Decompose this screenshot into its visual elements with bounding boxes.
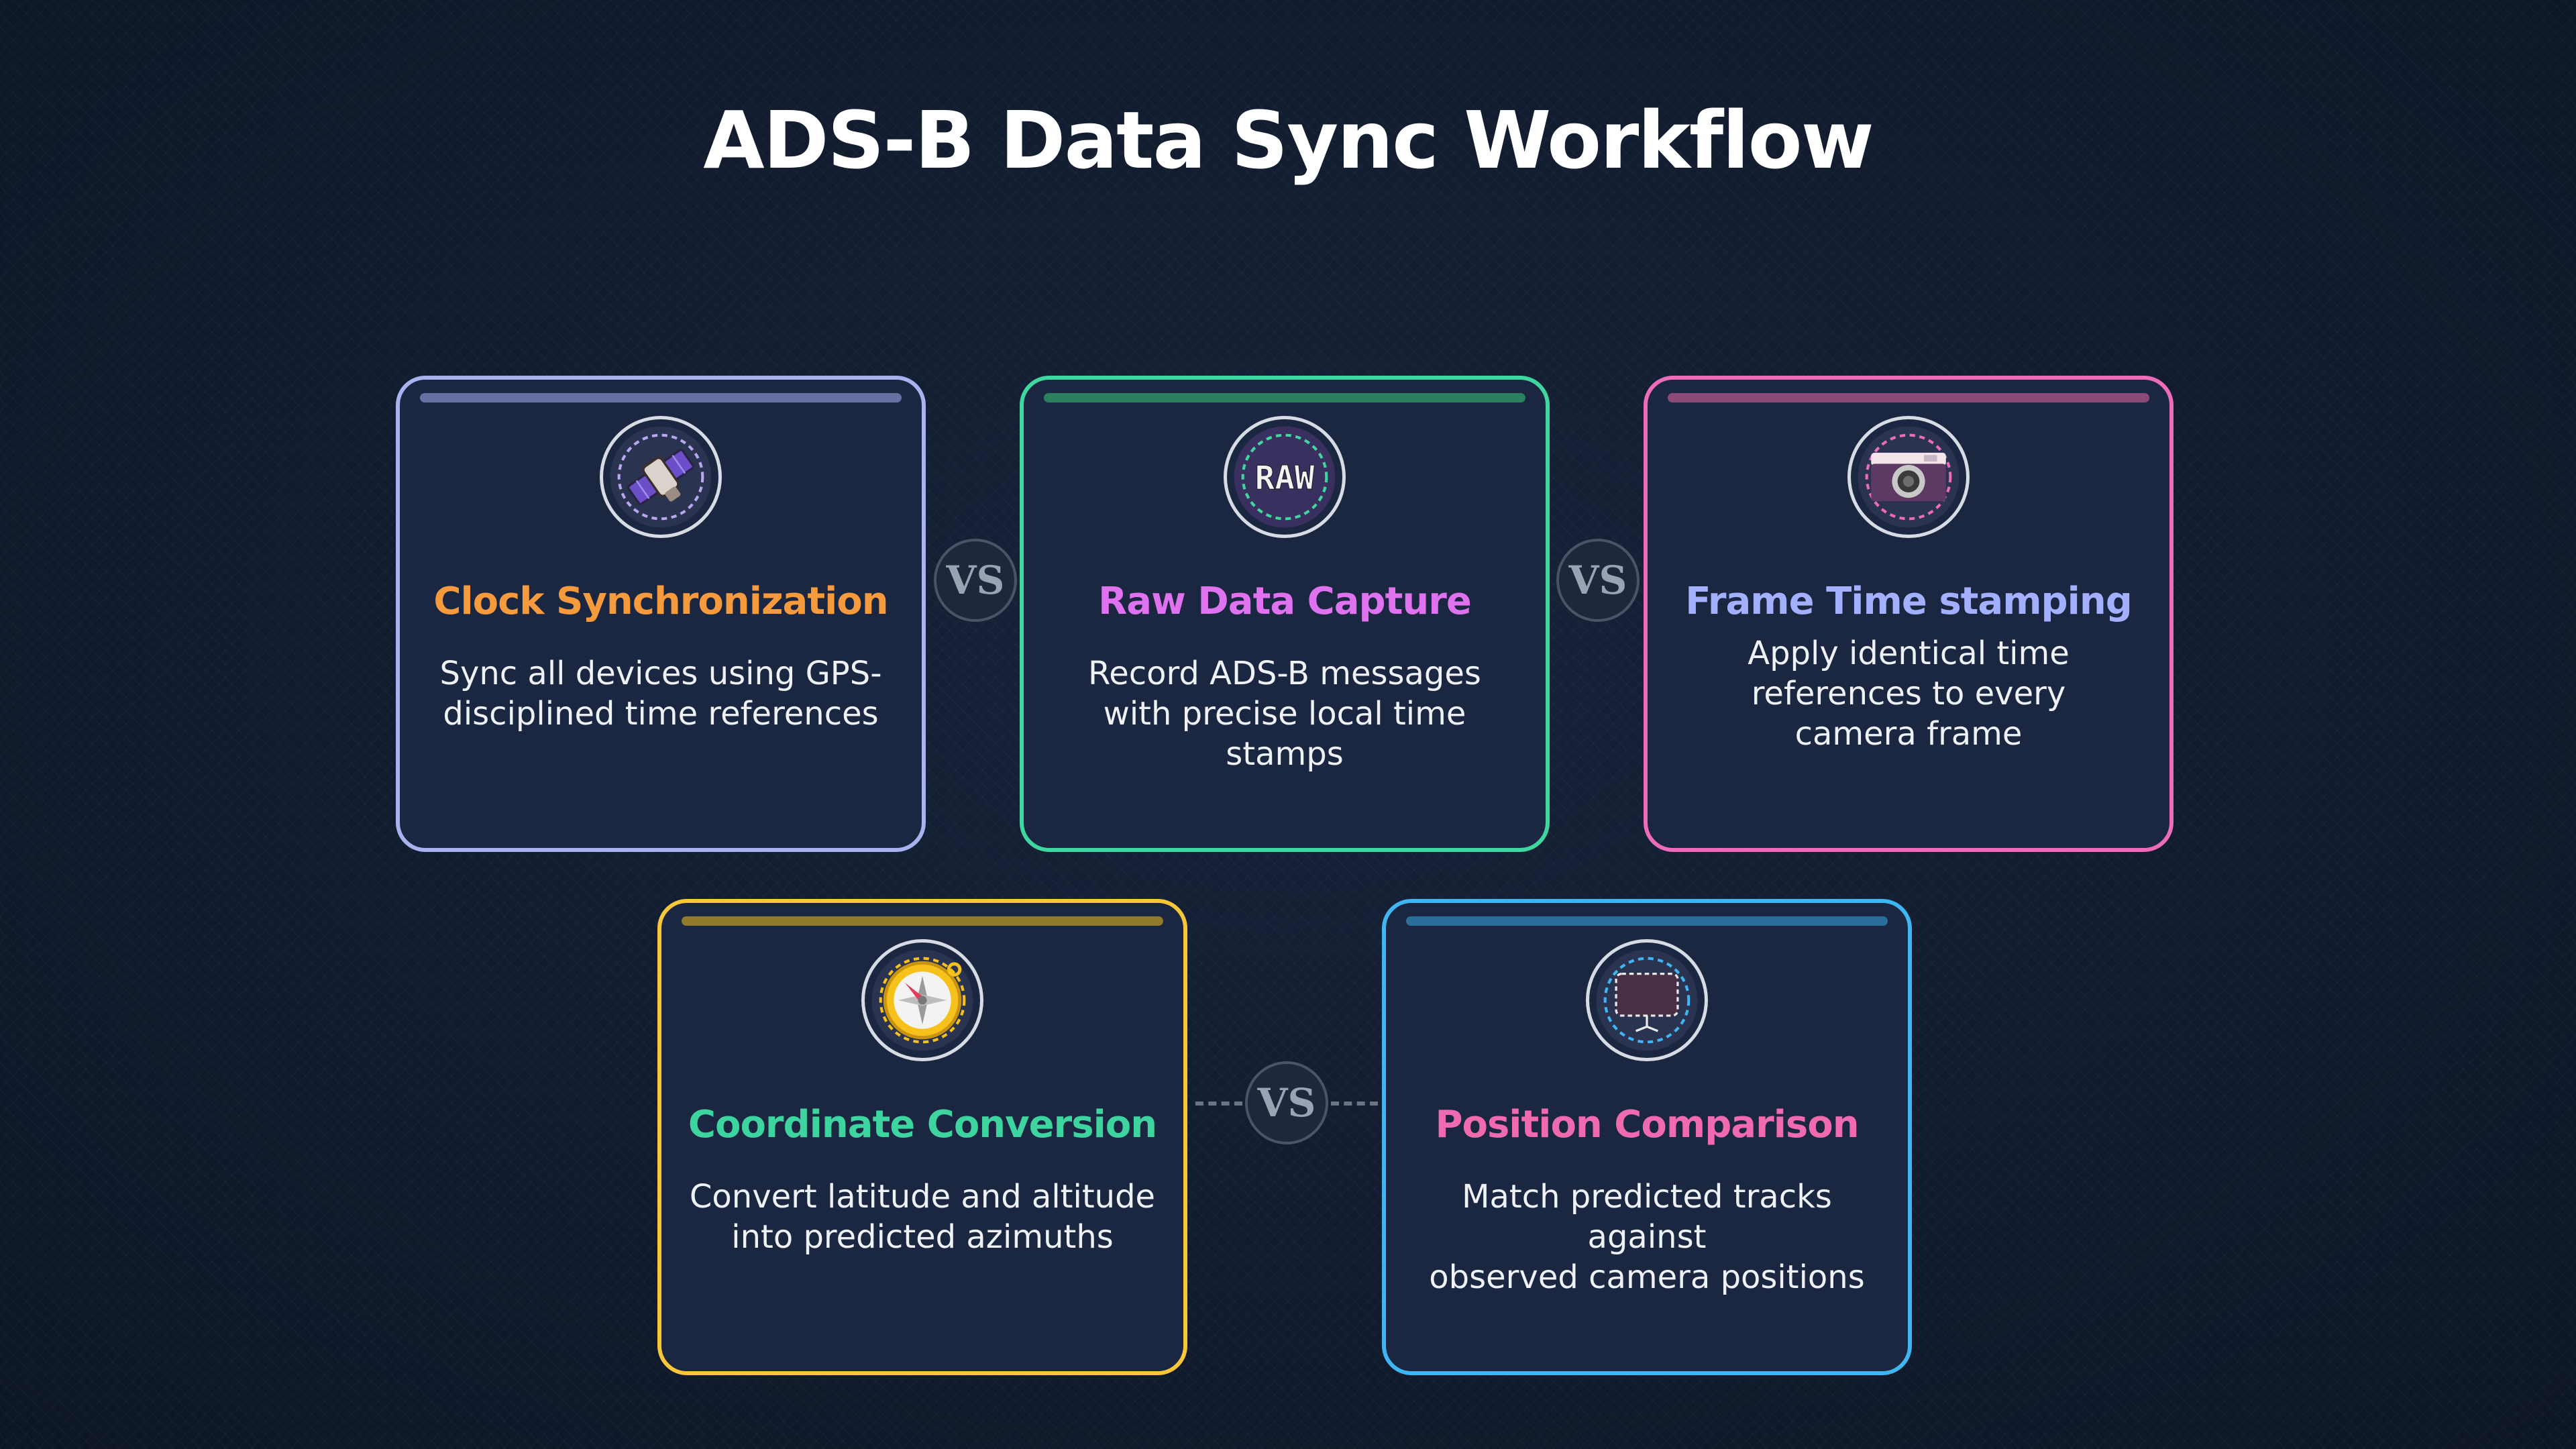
card-description: Record ADS-B messages with precise local… xyxy=(1051,653,1519,774)
card-accent-bar xyxy=(682,916,1163,926)
card-description-line: Match predicted tracks against xyxy=(1462,1178,1832,1256)
card-heading: Coordinate Conversion xyxy=(688,1103,1157,1146)
monitor-icon xyxy=(1586,939,1708,1061)
card-clock-synchronization: Clock Synchronization Sync all devices u… xyxy=(396,376,926,852)
satellite-icon xyxy=(600,416,722,538)
card-heading: Clock Synchronization xyxy=(433,580,888,623)
card-heading: Position Comparison xyxy=(1435,1103,1859,1146)
card-description-line: Apply identical time xyxy=(1748,635,2070,672)
card-description: Sync all devices using GPS- disciplined … xyxy=(427,653,895,734)
vs-badge: VS xyxy=(1245,1061,1328,1144)
dashed-connector xyxy=(1331,1102,1378,1106)
card-description-line: with precise local time stamps xyxy=(1103,695,1466,773)
card-frame-time-stamping: Frame Time stamping Apply identical time… xyxy=(1644,376,2174,852)
raw-file-icon: RAW xyxy=(1224,416,1346,538)
card-description-line: camera frame xyxy=(1794,715,2023,753)
card-description: Match predicted tracks against observed … xyxy=(1413,1177,1881,1297)
card-description-line: disciplined time references xyxy=(443,695,879,733)
card-heading: Raw Data Capture xyxy=(1098,580,1472,623)
card-description-line: into predicted azimuths xyxy=(731,1218,1114,1256)
svg-text:RAW: RAW xyxy=(1255,458,1315,497)
card-heading: Frame Time stamping xyxy=(1685,580,2133,623)
card-accent-bar xyxy=(1668,393,2149,402)
card-description-line: observed camera positions xyxy=(1429,1258,1865,1296)
card-position-comparison: Position Comparison Match predicted trac… xyxy=(1382,899,1912,1375)
compass-icon xyxy=(861,939,983,1061)
page-title: ADS-B Data Sync Workflow xyxy=(703,94,1874,186)
dashed-connector xyxy=(1195,1102,1242,1106)
card-description-line: Convert latitude and altitude xyxy=(689,1178,1156,1216)
card-description: Convert latitude and altitude into predi… xyxy=(688,1177,1157,1257)
vs-badge: VS xyxy=(934,539,1017,622)
card-accent-bar xyxy=(420,393,902,402)
card-accent-bar xyxy=(1044,393,1525,402)
camera-icon xyxy=(1847,416,1970,538)
card-description-line: Record ADS-B messages xyxy=(1088,655,1481,692)
vs-badge: VS xyxy=(1556,539,1640,622)
card-raw-data-capture: RAW Raw Data Capture Record ADS-B messag… xyxy=(1020,376,1550,852)
card-description-line: Sync all devices using GPS- xyxy=(439,655,882,692)
card-description: Apply identical time references to every… xyxy=(1674,633,2143,754)
card-coordinate-conversion: Coordinate Conversion Convert latitude a… xyxy=(657,899,1187,1375)
card-description-line: references to every xyxy=(1751,675,2066,712)
card-accent-bar xyxy=(1406,916,1888,926)
